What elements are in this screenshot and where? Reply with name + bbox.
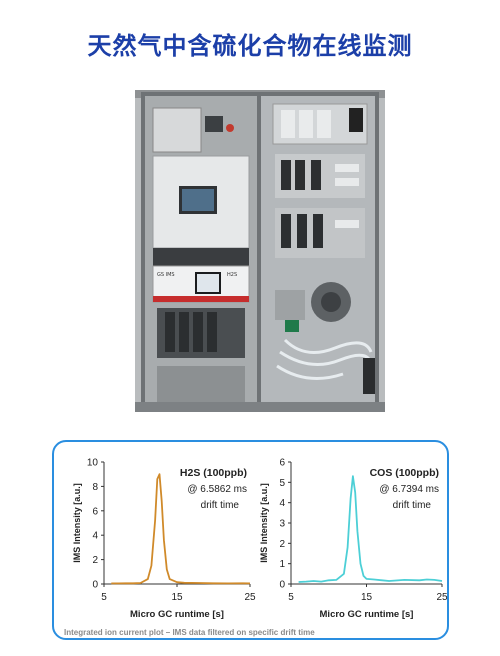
page-title: 天然气中含硫化合物在线监测 [87,32,413,60]
x-axis-label: Micro GC runtime [s] [320,609,414,620]
chart-footnote: Integrated ion current plot – IMS data f… [64,628,315,637]
y-tick-label: 6 [279,458,285,469]
y-tick-label: 0 [92,580,98,591]
chart-panel [52,440,449,640]
annotation-compound: H2S (100ppb) [180,467,247,479]
y-tick-label: 2 [92,555,98,566]
x-tick-label: 25 [244,592,256,603]
y-tick-label: 1 [279,559,285,570]
y-tick-label: 8 [92,482,98,493]
series-line [111,473,251,585]
device-label-right: H2S [227,272,237,278]
y-tick-label: 6 [92,506,98,517]
y-tick-label: 3 [279,519,285,530]
y-tick-label: 5 [279,478,285,489]
annotation-drift-time: drift time [201,500,240,511]
annotation-compound: COS (100ppb) [370,467,439,479]
x-tick-label: 25 [436,592,448,603]
x-tick-label: 5 [101,592,107,603]
x-tick-label: 15 [171,592,183,603]
x-tick-label: 5 [288,592,294,603]
y-axis-label: IMS Intensity [a.u.] [259,483,269,563]
series-line [298,475,443,583]
y-tick-label: 10 [87,458,99,469]
annotation-drift-time: drift time [393,500,432,511]
x-axis-label: Micro GC runtime [s] [130,609,224,620]
annotation-drift: @ 6.5862 ms [187,484,247,495]
y-axis-label: IMS Intensity [a.u.] [72,483,82,563]
y-tick-label: 2 [279,539,285,550]
y-tick-label: 0 [279,580,285,591]
cabinet-photo: GS IMS H2S [135,90,385,412]
y-tick-label: 4 [92,531,98,542]
annotation-drift: @ 6.7394 ms [379,484,439,495]
y-tick-label: 4 [279,498,285,509]
device-label-left: GS IMS [157,272,175,278]
x-tick-label: 15 [361,592,373,603]
